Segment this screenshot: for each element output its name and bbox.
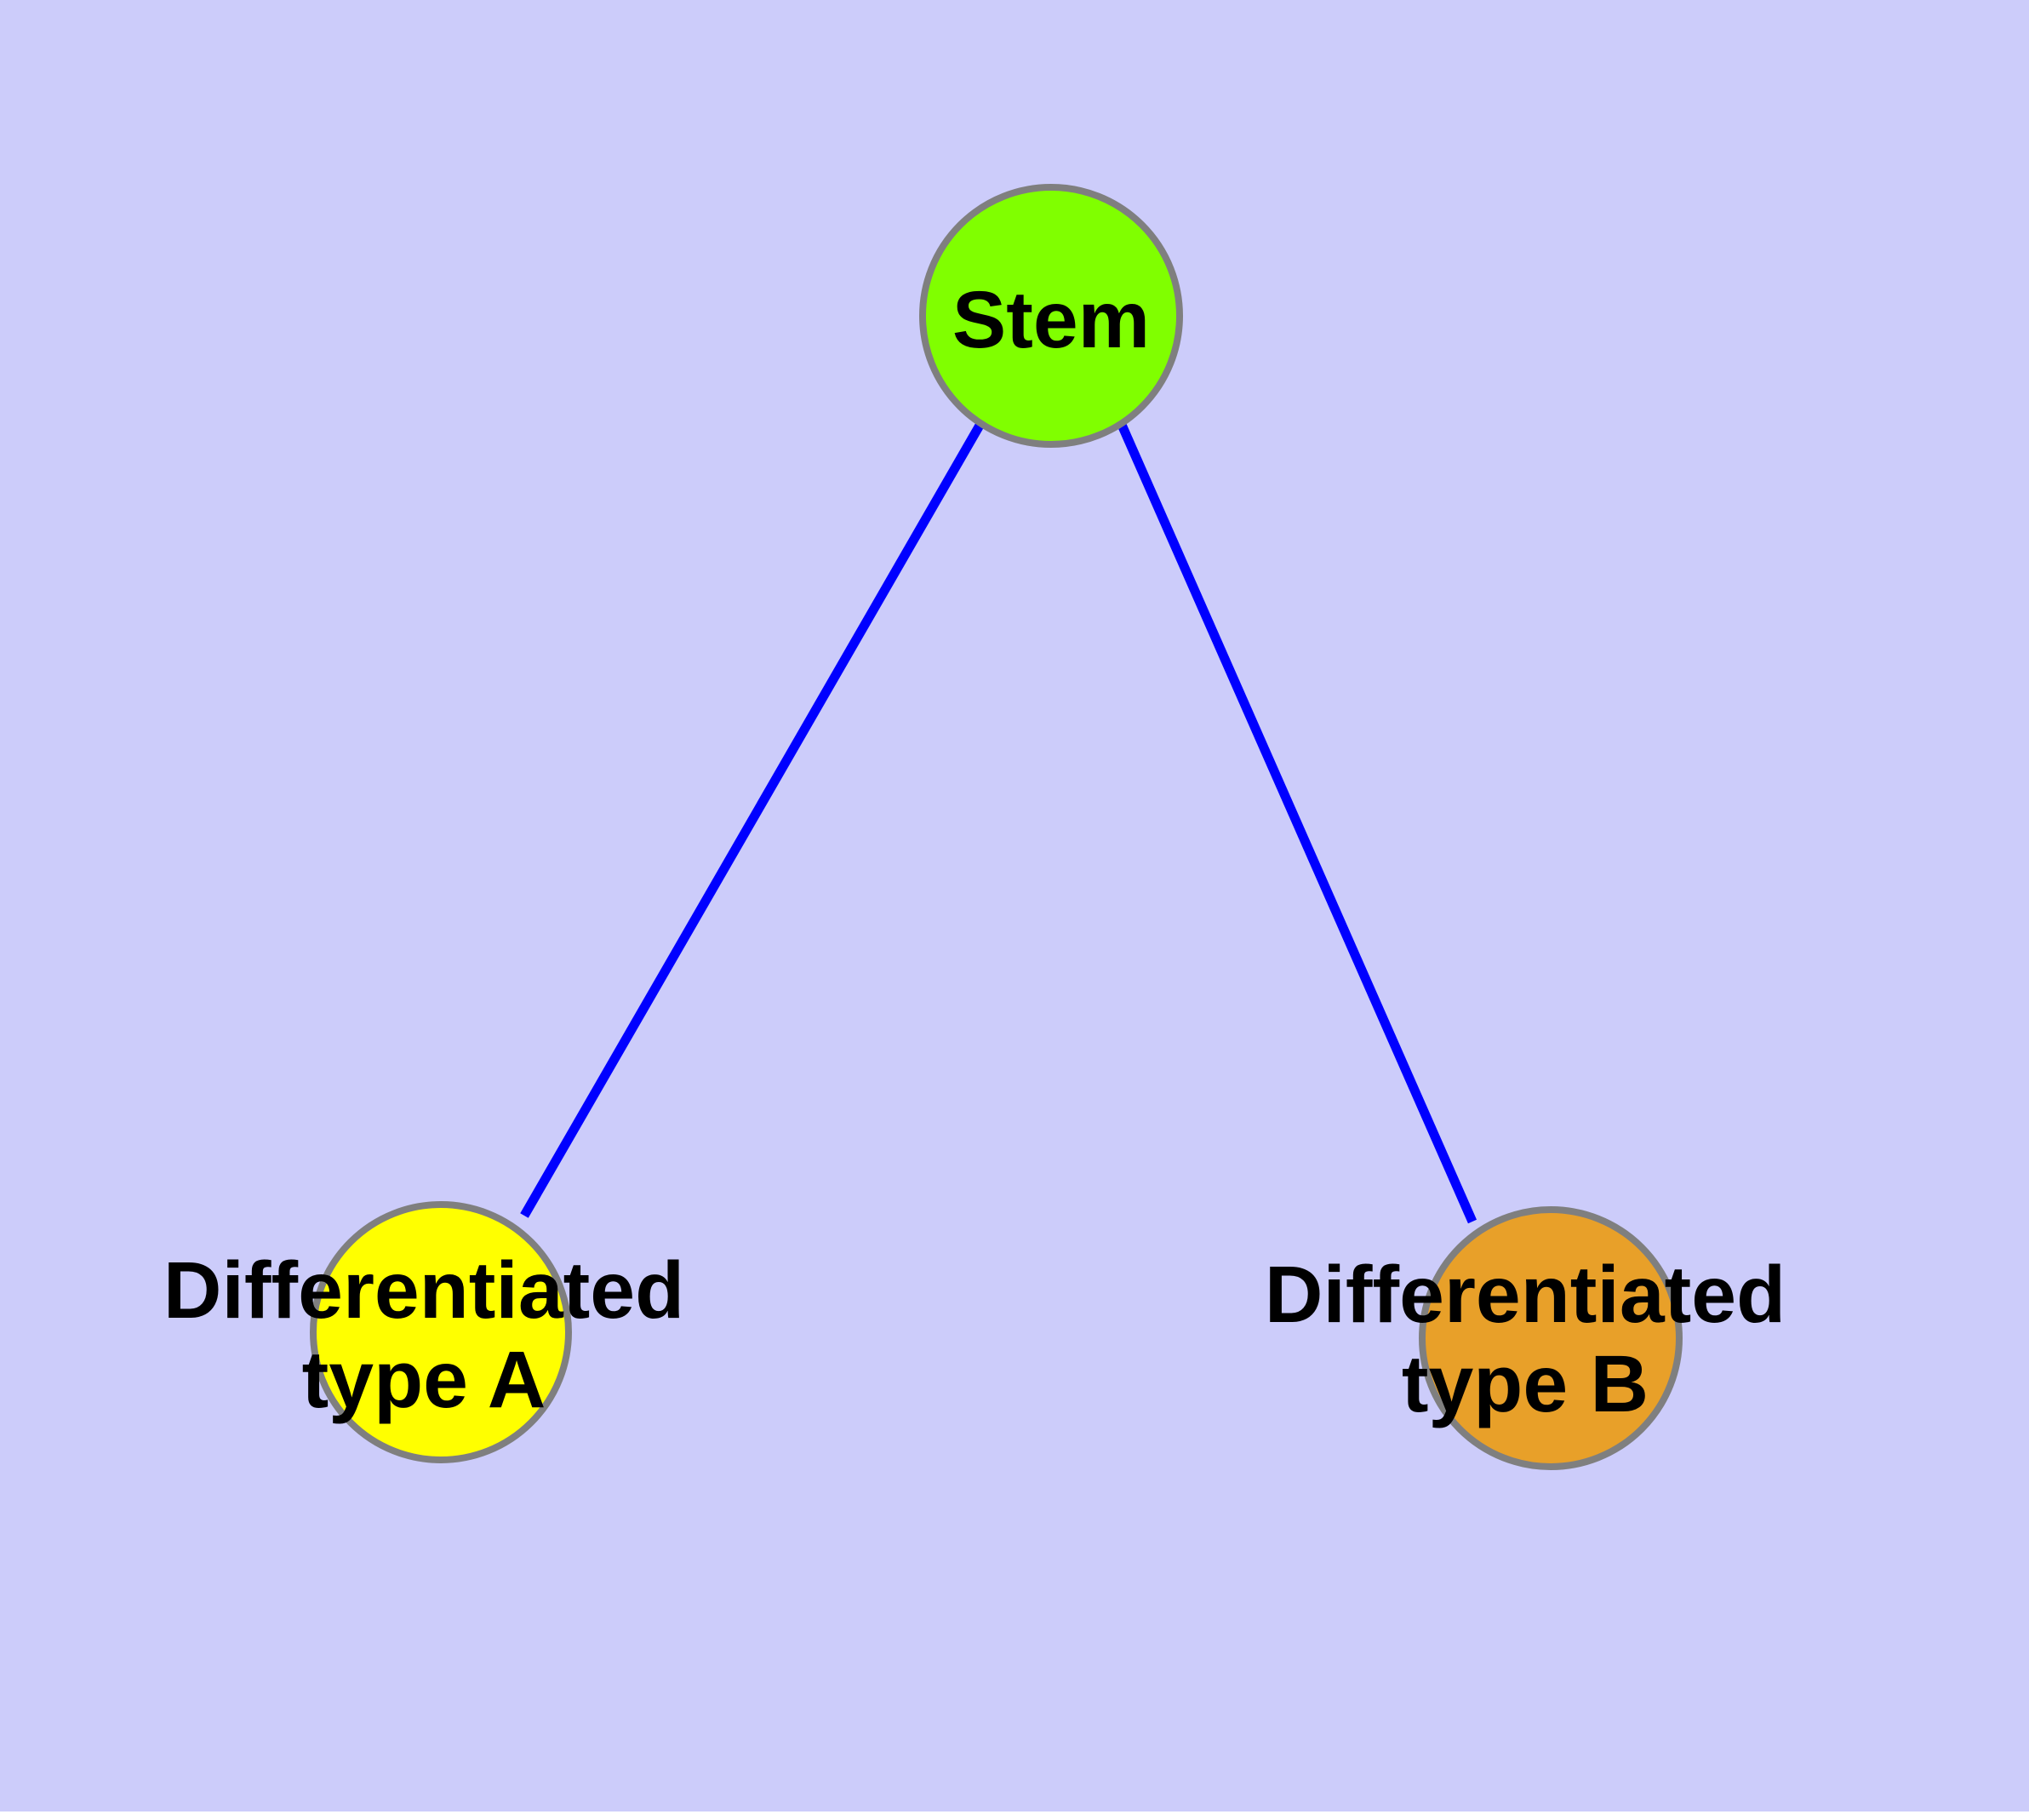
node-stem[interactable]	[919, 184, 1183, 448]
node-label-stem: Stem	[952, 275, 1150, 365]
nodes-layer	[310, 184, 1683, 1470]
edge-stem-to-diff_a	[520, 421, 985, 1218]
node-label-line: type A	[302, 1335, 546, 1425]
edge-stem-to-diff_b	[1117, 422, 1477, 1224]
node-label-line: Differentiated	[1265, 1250, 1786, 1340]
node-diff_b[interactable]	[1419, 1206, 1683, 1470]
node-label-line: Differentiated	[163, 1245, 684, 1336]
node-label-line: Stem	[952, 275, 1150, 365]
node-label-line: type B	[1402, 1339, 1649, 1429]
edges-layer	[520, 421, 1477, 1224]
node-diff_a[interactable]	[310, 1201, 572, 1463]
